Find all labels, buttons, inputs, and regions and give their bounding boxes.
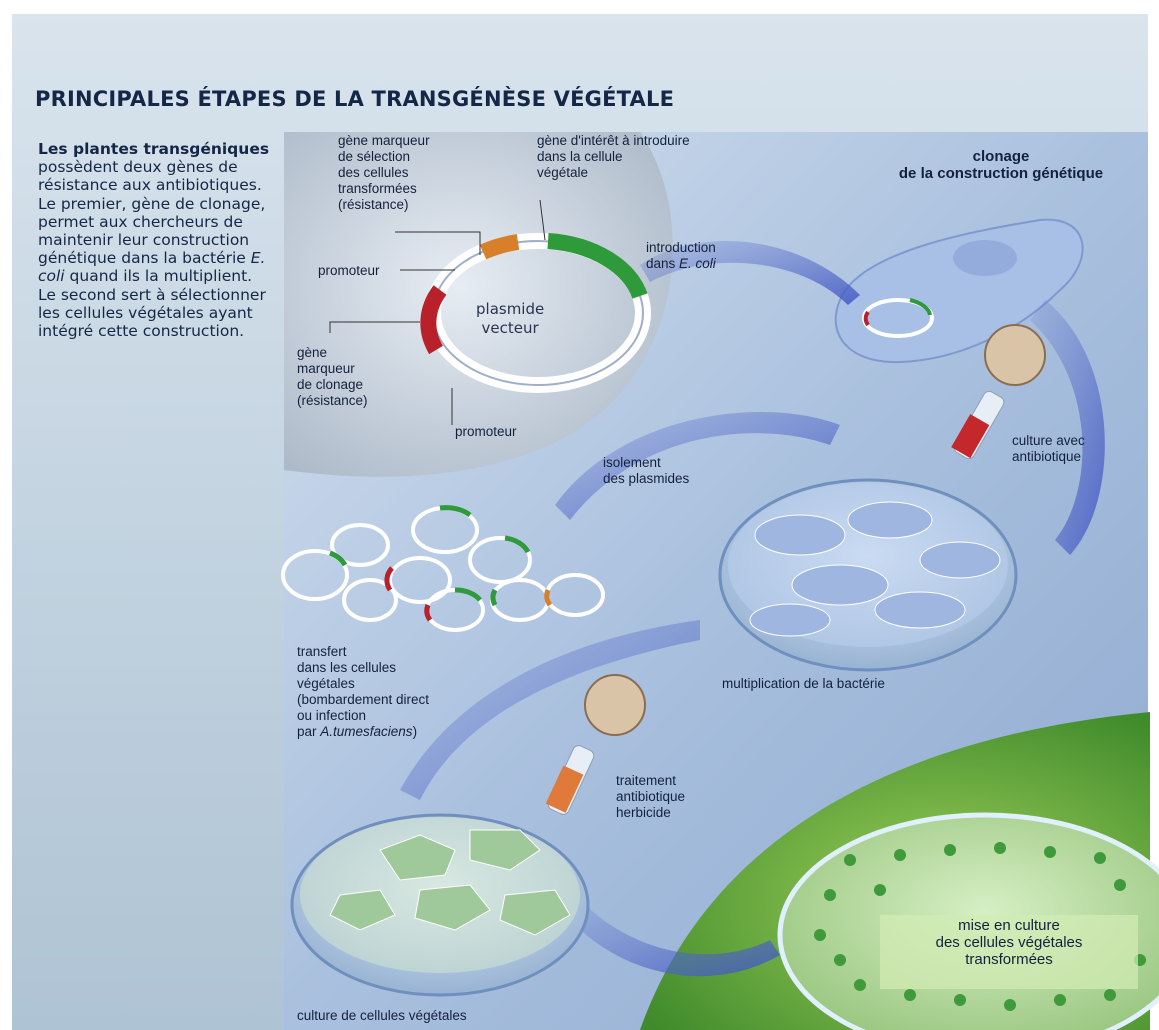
label-mise-en-culture: mise en culture des cellules végétales t… <box>880 917 1138 968</box>
label-traitement: traitement antibiotique herbicide <box>616 773 685 821</box>
sidebar-lead: Les plantes transgéniques <box>38 140 273 158</box>
label-promoteur-top: promoteur <box>318 263 380 279</box>
label-transfert: transfert dans les cellules végétales (b… <box>297 644 429 740</box>
label-gene-interet: gène d'intérêt à introduire dans la cell… <box>537 133 690 181</box>
label-multiplication: multiplication de la bactérie <box>722 676 885 692</box>
sidebar-text-1: possèdent deux gènes de résistance aux a… <box>38 158 265 267</box>
label-introduction-ecoli: E. coli <box>679 256 716 271</box>
label-clonage: clonage de la construction génétique <box>866 148 1136 182</box>
label-culture-cellules: culture de cellules végétales <box>297 1008 467 1024</box>
label-introduction: introduction dans E. coli <box>646 240 716 272</box>
label-promoteur-bottom: promoteur <box>455 424 517 440</box>
page-title: PRINCIPALES ÉTAPES DE LA TRANSGÉNÈSE VÉG… <box>35 87 674 111</box>
label-transfert-species: A.tumesfaciens <box>320 724 412 739</box>
label-transfert-end: ) <box>413 724 418 739</box>
label-isolement: isolement des plasmides <box>603 455 689 487</box>
sidebar-description: Les plantes transgéniques possèdent deux… <box>38 140 273 340</box>
label-gene-marqueur-clonage: gène marqueur de clonage (résistance) <box>297 345 368 409</box>
petri-dish-bacteria <box>720 480 1016 670</box>
label-culture-antibiotique: culture avec antibiotique <box>1012 433 1085 465</box>
label-gene-marqueur-selection: gène marqueur de sélection des cellules … <box>338 133 430 213</box>
label-plasmide-vecteur: plasmide vecteur <box>476 300 544 338</box>
sidebar-text-2: quand ils la multiplient. Le second sert… <box>38 267 266 340</box>
petri-dish-plant-cells <box>292 815 588 995</box>
